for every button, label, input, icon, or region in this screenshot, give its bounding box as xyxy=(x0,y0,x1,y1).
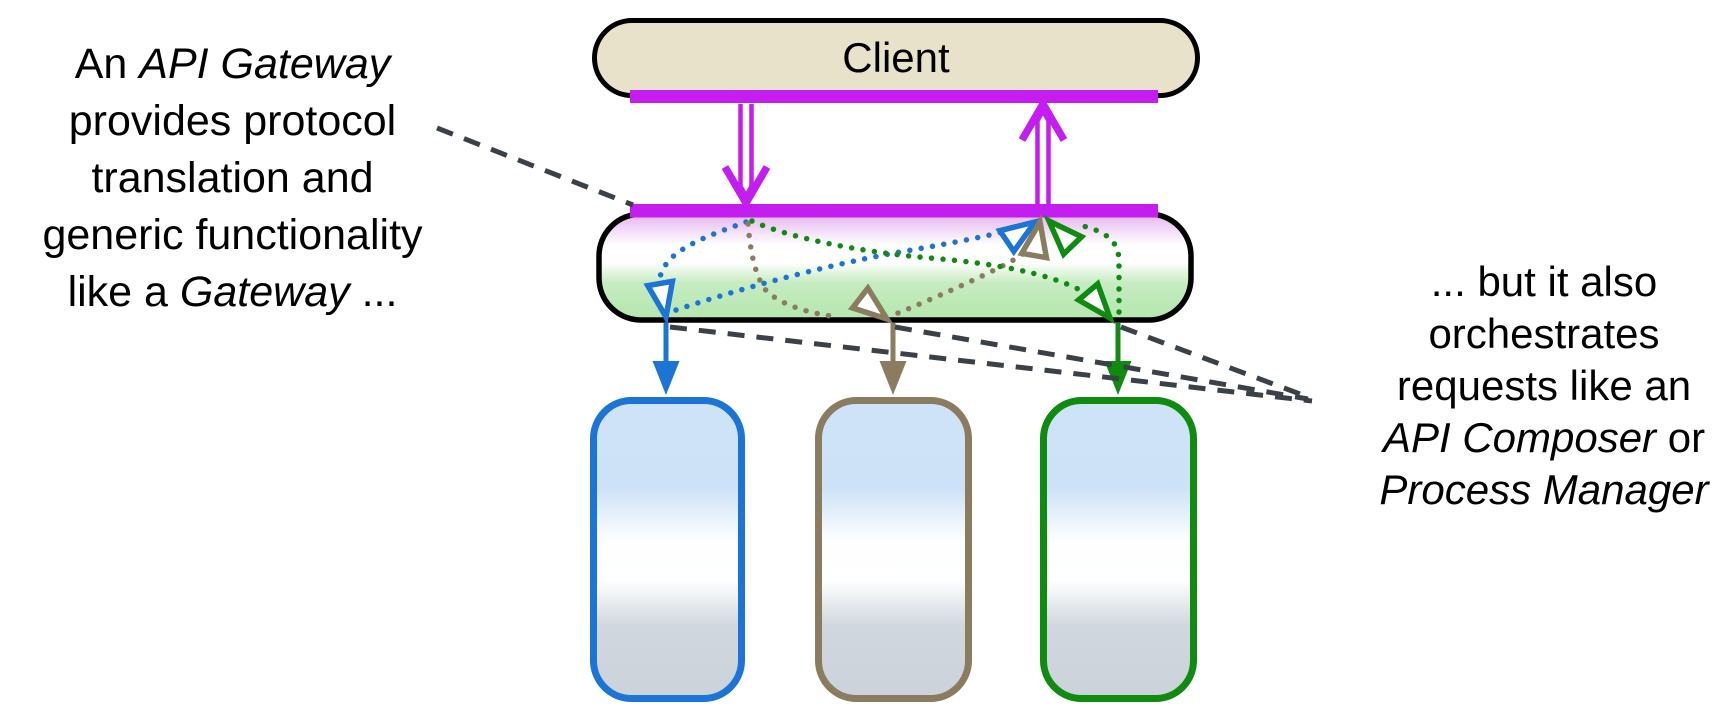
right-annotation-line: API Composer or xyxy=(1368,412,1720,464)
text-segment-italic: API Gateway xyxy=(139,40,391,88)
left-annotation-line: provides protocol xyxy=(10,93,455,150)
arrow-to-service-a xyxy=(652,323,680,395)
right-annotation: ... but it also orchestrates requests li… xyxy=(1368,256,1720,516)
text-segment: ... but it also xyxy=(1430,258,1658,305)
left-annotation-line: An API Gateway xyxy=(10,36,455,93)
route-arrowhead-from-service-a xyxy=(995,217,1042,257)
text-segment: translation and xyxy=(91,154,374,202)
left-annotation-line: translation and xyxy=(10,150,455,207)
text-segment: provides protocol xyxy=(68,97,397,145)
service-box-a xyxy=(590,397,745,702)
client-label: Client xyxy=(842,34,950,81)
route-request-service-a xyxy=(656,219,749,299)
route-response-service-a xyxy=(673,228,1009,313)
text-segment-italic: Process Manager xyxy=(1379,466,1709,513)
client-protocol-bar xyxy=(630,90,1158,103)
text-segment: like a xyxy=(67,268,180,316)
service-box-b xyxy=(815,397,972,702)
right-annotation-line: ... but it also xyxy=(1368,256,1720,308)
left-annotation-line: generic functionality xyxy=(10,207,455,264)
text-segment: ... xyxy=(349,268,398,316)
arrow-to-service-b xyxy=(879,323,907,395)
right-annotation-line: Process Manager xyxy=(1368,464,1720,516)
text-segment-italic: Gateway xyxy=(179,268,350,316)
right-note-pointer-line-c xyxy=(1120,324,1301,397)
gateway-protocol-bar xyxy=(630,204,1158,218)
text-segment-italic: API Composer xyxy=(1382,414,1657,461)
text-segment: generic functionality xyxy=(42,211,423,259)
route-arrowhead-to-service-c xyxy=(1073,279,1116,325)
left-annotation-line: like a Gateway ... xyxy=(10,264,455,321)
route-request-service-c xyxy=(749,218,1083,293)
text-segment: or xyxy=(1656,414,1706,461)
request-arrow xyxy=(721,104,771,211)
route-arrowhead-from-service-c xyxy=(1043,215,1087,259)
left-note-pointer-line xyxy=(436,125,634,208)
route-request-service-b xyxy=(745,221,841,320)
service-box-c xyxy=(1040,397,1197,702)
route-arrowhead-to-service-a xyxy=(643,277,676,325)
response-arrow xyxy=(1018,96,1068,217)
arrow-to-service-c xyxy=(1104,323,1132,395)
text-segment: An xyxy=(74,40,140,88)
right-note-pointer-line-b xyxy=(894,324,1309,402)
text-segment: orchestrates xyxy=(1428,310,1660,357)
left-annotation: An API Gateway provides protocol transla… xyxy=(10,36,455,321)
route-arrowhead-to-service-b xyxy=(847,283,894,324)
text-segment: requests like an xyxy=(1396,362,1692,409)
right-annotation-line: orchestrates xyxy=(1368,308,1720,360)
route-arrowhead-from-service-b xyxy=(1017,214,1050,262)
right-annotation-line: requests like an xyxy=(1368,360,1720,412)
route-response-service-c xyxy=(1074,222,1122,315)
right-note-pointer-line-a xyxy=(669,324,1313,404)
